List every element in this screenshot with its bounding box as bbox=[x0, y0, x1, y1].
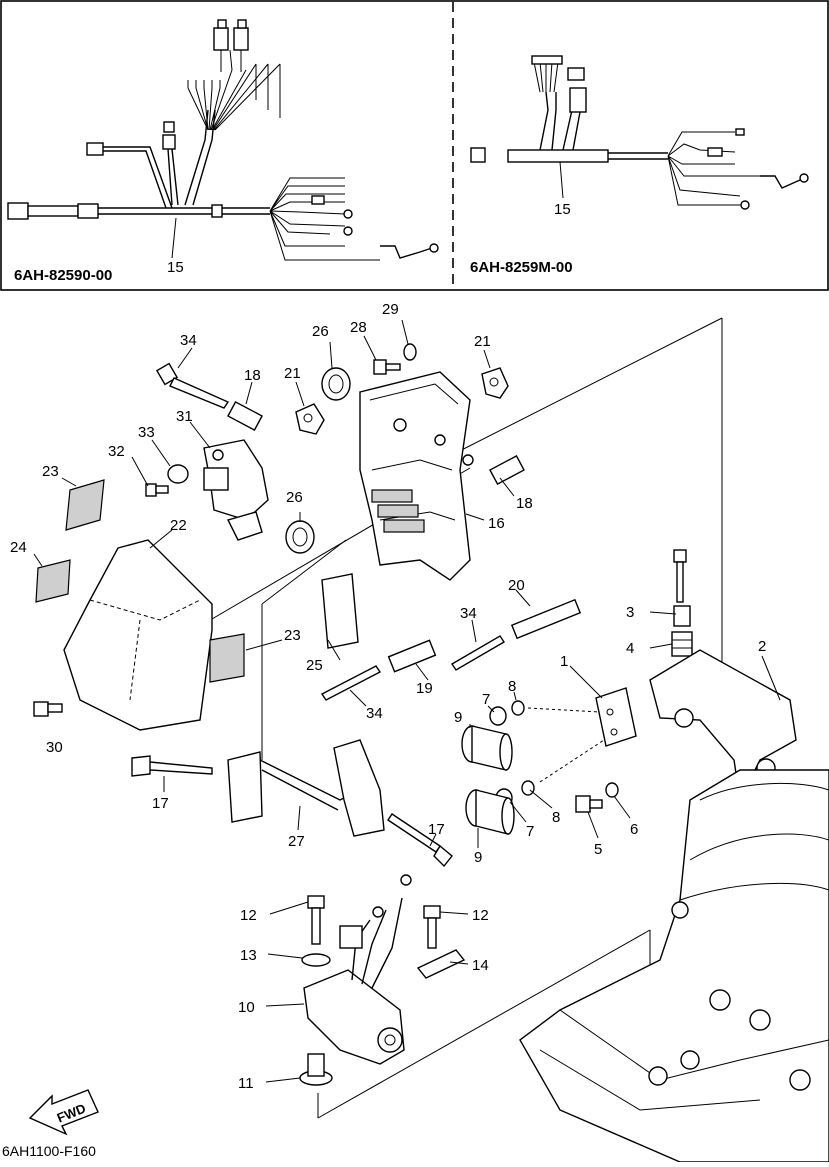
inset-left-part-label: 15 bbox=[167, 259, 184, 276]
callout-26-mid: 26 bbox=[286, 489, 303, 506]
bolt-stud bbox=[673, 549, 687, 603]
wire-harness-right bbox=[470, 55, 809, 210]
callout-23-mid: 23 bbox=[284, 627, 301, 644]
callout-8-top: 8 bbox=[508, 678, 516, 695]
callout-1: 1 bbox=[560, 653, 568, 670]
callout-31: 31 bbox=[176, 408, 193, 425]
inset-left-code: 6AH-82590-00 bbox=[14, 267, 112, 284]
bolt-28 bbox=[373, 359, 401, 375]
callout-34-mid: 34 bbox=[460, 605, 477, 622]
inset-right-part-label: 15 bbox=[554, 201, 571, 218]
tube-20 bbox=[510, 598, 582, 640]
callout-24: 24 bbox=[10, 539, 27, 556]
label-24 bbox=[35, 559, 71, 603]
callout-6: 6 bbox=[630, 821, 638, 838]
inset-panels bbox=[0, 0, 829, 291]
engine-base bbox=[519, 769, 829, 1163]
terminal-block-1 bbox=[595, 687, 637, 747]
callout-18-top: 18 bbox=[244, 367, 261, 384]
washer-8-top bbox=[511, 700, 525, 716]
washer-13 bbox=[301, 953, 331, 967]
callout-34-top: 34 bbox=[180, 332, 197, 349]
sleeve-19 bbox=[387, 639, 437, 673]
cap-9-top bbox=[461, 725, 513, 771]
inset-right-code: 6AH-8259M-00 bbox=[470, 259, 573, 276]
callout-13: 13 bbox=[240, 947, 257, 964]
bolt-30 bbox=[33, 701, 63, 717]
callout-9-bottom: 9 bbox=[474, 849, 482, 866]
cover-part-22 bbox=[63, 539, 213, 731]
label-23-top bbox=[65, 479, 105, 531]
bolt-12-right bbox=[423, 905, 441, 949]
cable-tie-34-low bbox=[320, 665, 382, 701]
collar-18-top bbox=[227, 400, 263, 432]
leader-lines bbox=[33, 319, 781, 1083]
relay-31 bbox=[203, 439, 269, 541]
cable-tie-17-left bbox=[131, 755, 213, 777]
grommet-4 bbox=[671, 631, 693, 657]
callout-4: 4 bbox=[626, 640, 634, 657]
callout-numbers: 29 28 26 34 18 21 21 31 33 32 23 26 18 1… bbox=[10, 301, 766, 1092]
fwd-arrow bbox=[28, 1089, 99, 1136]
callout-28: 28 bbox=[350, 319, 367, 336]
washer-33 bbox=[167, 464, 189, 484]
callout-8-bottom: 8 bbox=[552, 809, 560, 826]
grommet-26-mid bbox=[285, 520, 315, 554]
callout-10: 10 bbox=[238, 999, 255, 1016]
callout-20: 20 bbox=[508, 577, 525, 594]
callout-21-right: 21 bbox=[474, 333, 491, 350]
callout-30: 30 bbox=[46, 739, 63, 756]
collar-18-right bbox=[489, 454, 525, 486]
collar-11 bbox=[299, 1053, 333, 1086]
callout-14: 14 bbox=[472, 957, 489, 974]
callout-29: 29 bbox=[382, 301, 399, 318]
callout-3: 3 bbox=[626, 604, 634, 621]
callout-12-left: 12 bbox=[240, 907, 257, 924]
footer-code: 6AH1100-F160 bbox=[2, 1143, 96, 1159]
callout-11: 11 bbox=[238, 1075, 254, 1092]
callout-33: 33 bbox=[138, 424, 155, 441]
bolt-32 bbox=[145, 483, 169, 497]
cable-tie-34-top bbox=[155, 362, 230, 409]
callout-12-right: 12 bbox=[472, 907, 489, 924]
bolt-12-left bbox=[307, 895, 325, 945]
callout-25: 25 bbox=[306, 657, 323, 674]
callout-2: 2 bbox=[758, 638, 766, 655]
bracket-part-16 bbox=[359, 371, 474, 581]
cable-tie-34-mid bbox=[451, 635, 505, 671]
callout-18-right: 18 bbox=[516, 495, 533, 512]
label-23-mid bbox=[209, 633, 245, 683]
callout-16: 16 bbox=[488, 515, 505, 532]
cable-tie-17-right bbox=[387, 813, 453, 868]
holder-part-27 bbox=[227, 739, 385, 837]
callout-21-left: 21 bbox=[284, 365, 301, 382]
washer-6 bbox=[605, 782, 619, 798]
clip-21-left bbox=[295, 403, 325, 435]
rectifier-regulator-10 bbox=[303, 874, 412, 1065]
callout-22: 22 bbox=[170, 517, 187, 534]
callout-17-right: 17 bbox=[428, 821, 445, 838]
screw-5 bbox=[575, 795, 603, 813]
callout-17-left: 17 bbox=[152, 795, 169, 812]
washer-8-bottom bbox=[521, 780, 535, 796]
callout-7-top: 7 bbox=[482, 691, 490, 708]
clip-21-right bbox=[481, 367, 509, 399]
callout-26-top: 26 bbox=[312, 323, 329, 340]
callout-5: 5 bbox=[594, 841, 602, 858]
callout-32: 32 bbox=[108, 443, 125, 460]
callout-23-top: 23 bbox=[42, 463, 59, 480]
clip-14 bbox=[416, 949, 466, 979]
callout-27: 27 bbox=[288, 833, 305, 850]
cap-9-bottom bbox=[465, 789, 515, 835]
callout-34-low: 34 bbox=[366, 705, 383, 722]
callout-9-top: 9 bbox=[454, 709, 462, 726]
callout-7-bottom: 7 bbox=[526, 823, 534, 840]
callout-19: 19 bbox=[416, 680, 433, 697]
grommet-26-top bbox=[321, 367, 351, 401]
wire-harness-left bbox=[7, 19, 439, 261]
washer-29 bbox=[403, 343, 417, 361]
collar-3 bbox=[673, 605, 691, 627]
cover-part-25 bbox=[321, 573, 359, 649]
